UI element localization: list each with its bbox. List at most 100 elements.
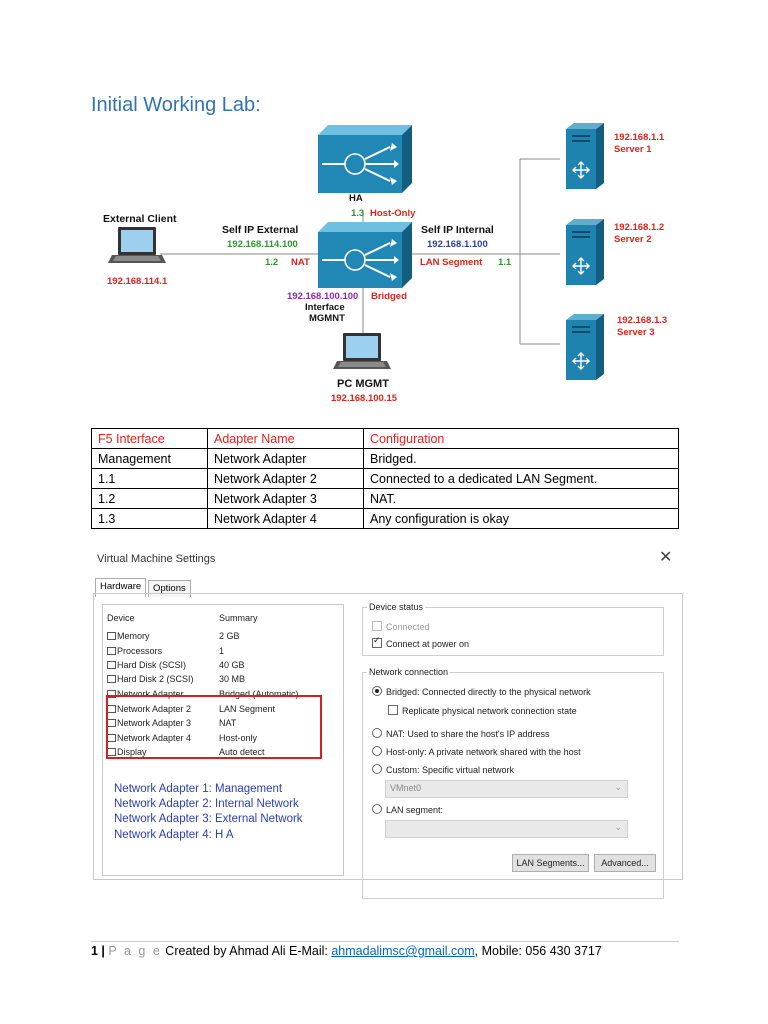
- host-only-label: Host-only: A private network shared with…: [386, 747, 581, 757]
- network-connection-group: Network connection: [362, 667, 664, 899]
- pc-mgmt-laptop: [333, 333, 391, 369]
- lan-segment-radio[interactable]: LAN segment:: [372, 804, 443, 815]
- device-summary: NAT: [219, 718, 237, 728]
- connected-checkbox[interactable]: Connected: [372, 621, 430, 632]
- table-cell: Network Adapter: [207, 448, 364, 469]
- table-cell: Network Adapter 2: [207, 468, 364, 489]
- bridged-label: Bridged: Connected directly to the physi…: [386, 687, 591, 697]
- radio-icon: [372, 804, 382, 814]
- replicate-label: Replicate physical network connection st…: [402, 706, 577, 716]
- adapter-note: Network Adapter 2: Internal Network: [114, 798, 299, 810]
- page-heading: Initial Working Lab:: [91, 94, 261, 116]
- column-header: Configuration: [363, 428, 679, 449]
- internal-port-label: 1.1: [498, 257, 512, 268]
- advanced-button[interactable]: Advanced...: [594, 854, 656, 872]
- radio-icon: [372, 728, 382, 738]
- network-links: [160, 158, 560, 345]
- chevron-down-icon: ⌄: [614, 822, 622, 832]
- nat-label: NAT: Used to share the host's IP address: [386, 729, 550, 739]
- table-row: 1.1 Network Adapter 2 Connected to a ded…: [91, 468, 679, 489]
- mgmt-ip-label: 192.168.100.100: [287, 291, 359, 302]
- device-summary: 40 GB: [219, 660, 245, 670]
- connected-label: Connected: [386, 622, 430, 632]
- lan-segment-label: LAN segment:: [386, 805, 444, 815]
- network-diagram: HA 1.3 Host-Only External Client 192.168…: [0, 115, 768, 415]
- device-status-group: Device status: [362, 602, 664, 656]
- tab-hardware[interactable]: Hardware: [95, 578, 147, 597]
- custom-radio[interactable]: Custom: Specific virtual network: [372, 764, 514, 775]
- vmnet-select-value: VMnet0: [390, 783, 422, 793]
- table-row: 1.3 Network Adapter 4 Any configuration …: [91, 508, 679, 529]
- hard-disk-icon: [107, 661, 116, 669]
- hard-disk-icon: [107, 675, 116, 683]
- device-name: Network Adapter 3: [117, 718, 192, 728]
- ha-port-label: 1.3: [351, 208, 365, 219]
- server-1: [566, 123, 604, 189]
- highlight-box: [106, 695, 322, 759]
- external-mode-label: NAT: [291, 257, 310, 268]
- table-cell: 1.1: [91, 468, 208, 489]
- external-port-label: 1.2: [265, 257, 279, 268]
- checkbox-checked-icon: [372, 635, 382, 648]
- replicate-checkbox[interactable]: Replicate physical network connection st…: [388, 705, 577, 716]
- bridged-radio[interactable]: Bridged: Connected directly to the physi…: [372, 686, 591, 697]
- table-cell: 1.2: [91, 488, 208, 509]
- vmnet-select[interactable]: VMnet0 ⌄: [385, 780, 628, 798]
- device-name: Network Adapter 4: [117, 733, 192, 743]
- self-ip-external-value: 192.168.114.100: [227, 239, 298, 250]
- server-2-ip: 192.168.1.2: [614, 222, 665, 233]
- adapter-note: Network Adapter 3: External Network: [114, 813, 303, 825]
- table-header-row: F5 Interface Adapter Name Configuration: [91, 428, 679, 449]
- email-link[interactable]: ahmadalimsc@gmail.com: [331, 944, 475, 958]
- custom-label: Custom: Specific virtual network: [386, 765, 515, 775]
- main-f5-device: [318, 222, 412, 288]
- network-adapter-icon: [107, 690, 116, 698]
- tab-options[interactable]: Options: [148, 580, 191, 597]
- device-summary: 30 MB: [219, 674, 246, 684]
- mgmt-mode-label: Bridged: [371, 291, 407, 302]
- device-name: Network Adapter 2: [117, 704, 192, 714]
- server-3: [566, 314, 604, 380]
- server-3-ip: 192.168.1.3: [617, 315, 668, 326]
- pc-mgmt-ip: 192.168.100.15: [331, 393, 398, 404]
- ha-label: HA: [349, 193, 363, 204]
- topology-drawing: [108, 123, 604, 380]
- summary-column-header: Summary: [219, 613, 258, 623]
- device-list-header: Device Summary: [107, 613, 337, 626]
- device-row-memory[interactable]: Memory 2 GB: [107, 631, 337, 644]
- vm-settings-dialog: Virtual Machine Settings ✕ Hardware Opti…: [91, 545, 683, 899]
- table-cell: Connected to a dedicated LAN Segment.: [363, 468, 679, 489]
- ha-f5-device: [318, 125, 412, 193]
- lan-segment-select[interactable]: ⌄: [385, 820, 628, 838]
- device-name: Display: [117, 747, 147, 757]
- self-ip-internal-label: Self IP Internal: [421, 224, 494, 236]
- device-name: Hard Disk 2 (SCSI): [117, 674, 194, 684]
- device-row-network-adapter[interactable]: Network Adapter Bridged (Automatic): [107, 689, 337, 702]
- server-3-name: Server 3: [617, 327, 655, 338]
- device-list: Device Summary Memory 2 GB Processors 1 …: [102, 604, 344, 876]
- nat-radio[interactable]: NAT: Used to share the host's IP address: [372, 728, 549, 739]
- footer-divider: [91, 941, 679, 942]
- lan-segments-button[interactable]: LAN Segments...: [512, 854, 589, 872]
- external-client-laptop: [108, 227, 166, 263]
- hardware-tab-panel: Device Summary Memory 2 GB Processors 1 …: [93, 593, 683, 899]
- table-cell: Network Adapter 3: [207, 488, 364, 509]
- connect-at-power-on-checkbox[interactable]: Connect at power on: [372, 635, 469, 649]
- internal-mode-label: LAN Segment: [420, 257, 483, 268]
- table-cell: Management: [91, 448, 208, 469]
- chevron-down-icon: ⌄: [614, 782, 622, 792]
- close-icon[interactable]: ✕: [659, 549, 673, 566]
- mgmt-interface-label: Interface: [305, 302, 345, 313]
- radio-selected-icon: [372, 686, 382, 696]
- device-row-hard-disk-2[interactable]: Hard Disk 2 (SCSI) 30 MB: [107, 674, 337, 687]
- column-header: F5 Interface: [91, 428, 208, 449]
- dialog-title: Virtual Machine Settings: [97, 553, 216, 565]
- host-only-radio[interactable]: Host-only: A private network shared with…: [372, 746, 581, 757]
- device-row-processors[interactable]: Processors 1: [107, 646, 337, 659]
- external-client-label: External Client: [103, 213, 177, 225]
- processor-icon: [107, 647, 116, 655]
- table-cell: 1.3: [91, 508, 208, 529]
- device-row-hard-disk[interactable]: Hard Disk (SCSI) 40 GB: [107, 660, 337, 673]
- mgmt-name-label: MGMNT: [309, 313, 345, 324]
- mobile-text: , Mobile: 056 430 3717: [474, 944, 602, 958]
